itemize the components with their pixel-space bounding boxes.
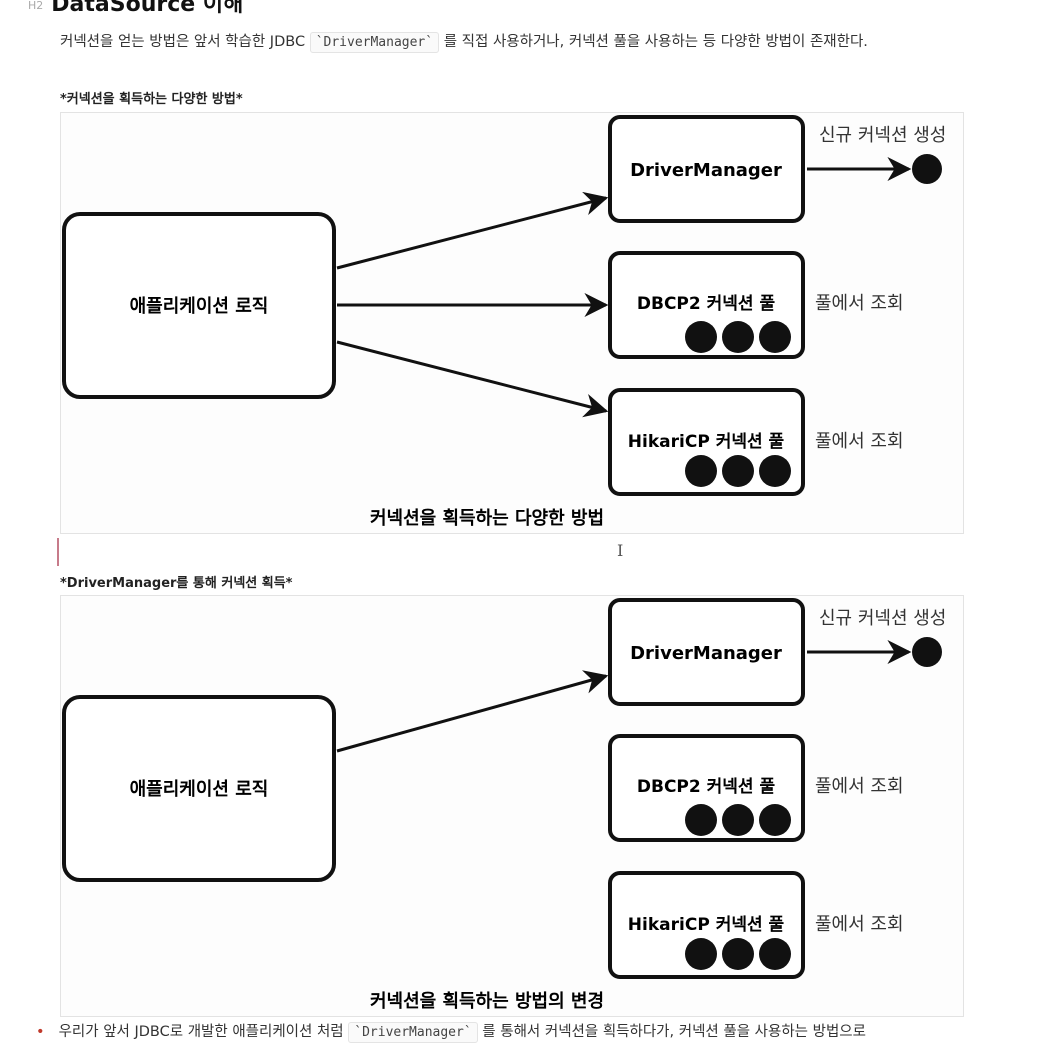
pool-connection-dot [722, 938, 754, 970]
hikaricp-label: HikariCP 커넥션 풀 [628, 915, 785, 935]
pool-connection-dot [759, 455, 791, 487]
pool-lookup-label: 풀에서 조회 [815, 293, 904, 314]
diagram1-title: 커넥션을 획득하는 다양한 방법 [370, 508, 604, 529]
intro-text-2: 를 직접 사용하거나, 커넥션 풀을 사용하는 등 다양한 방법이 존재한다. [439, 34, 868, 50]
dbcp2-box [608, 251, 805, 359]
app-logic-box [62, 695, 336, 882]
pool-lookup-label: 풀에서 조회 [815, 914, 904, 935]
pool-connection-dot [759, 938, 791, 970]
new-connection-dot [912, 154, 942, 184]
intro-text-1: 커넥션을 얻는 방법은 앞서 학습한 JDBC [60, 34, 310, 50]
hikaricp-box [608, 388, 805, 496]
drivermanager-label: DriverManager [630, 160, 782, 181]
bullet-code-drivermanager: `DriverManager` [348, 1022, 478, 1043]
diagram1-caption-text: *커넥션을 획득하는 다양한 방법* [60, 92, 243, 107]
drivermanager-label: DriverManager [630, 643, 782, 664]
pool-connection-dot [759, 804, 791, 836]
drivermanager-box [608, 598, 805, 706]
pool-connection-dot [722, 804, 754, 836]
app-logic-label: 애플리케이션 로직 [130, 296, 269, 317]
arrow-to-hikaricp [336, 340, 609, 418]
text-cursor-line [57, 538, 59, 566]
pool-connection-dot [685, 455, 717, 487]
app-logic-label: 애플리케이션 로직 [130, 779, 269, 800]
new-connection-dot [912, 637, 942, 667]
pool-connection-dot [685, 938, 717, 970]
heading-text: DataSource 이해 [51, 0, 244, 17]
pool-connection-dot [759, 321, 791, 353]
pool-lookup-label: 풀에서 조회 [815, 776, 904, 797]
pool-connection-dot [685, 321, 717, 353]
bullet-text-1: 우리가 앞서 JDBC로 개발한 애플리케이션 처럼 [58, 1024, 349, 1040]
pool-connection-dot [685, 804, 717, 836]
ibeam-cursor-icon: I [617, 541, 624, 560]
app-logic-box [62, 212, 336, 399]
diagram2-title: 커넥션을 획득하는 방법의 변경 [370, 991, 604, 1012]
bullet-text-2: 를 통해서 커넥션을 획득하다가, 커넥션 풀을 사용하는 방법으로 [477, 1024, 866, 1040]
bullet-item: • 우리가 앞서 JDBC로 개발한 애플리케이션 처럼 `DriverManag… [36, 1020, 866, 1043]
arrow-to-drivermanager [336, 670, 609, 753]
diagram2-caption: *DriverManager를 통해 커넥션 획득* [60, 572, 293, 591]
drivermanager-box [608, 115, 805, 223]
bullet-dot-icon: • [36, 1024, 45, 1040]
intro-code-drivermanager: `DriverManager` [309, 32, 440, 53]
diagram2-caption-text: *DriverManager를 통해 커넥션 획득* [60, 576, 293, 591]
new-connection-label: 신규 커넥션 생성 [819, 608, 946, 629]
hikaricp-box [608, 871, 805, 979]
pool-connection-dot [722, 321, 754, 353]
hikaricp-label: HikariCP 커넥션 풀 [628, 432, 785, 452]
diagram1-caption: *커넥션을 획득하는 다양한 방법* [60, 88, 243, 107]
section-heading: H2 DataSource 이해 [28, 0, 243, 18]
pool-lookup-label: 풀에서 조회 [815, 431, 904, 452]
diagram2-image: 애플리케이션 로직 DriverManager DBCP2 커넥션 풀 Hika… [60, 595, 964, 1017]
dbcp2-box [608, 734, 805, 842]
heading-level-marker: H2 [28, 0, 44, 12]
diagram1-image: 애플리케이션 로직 DriverManager DBCP2 커넥션 풀 Hika… [60, 112, 964, 534]
intro-paragraph: 커넥션을 얻는 방법은 앞서 학습한 JDBC `DriverManager` … [60, 30, 868, 53]
dbcp2-label: DBCP2 커넥션 풀 [637, 294, 776, 314]
arrow-to-drivermanager [336, 191, 609, 270]
pool-connection-dot [722, 455, 754, 487]
new-connection-label: 신규 커넥션 생성 [819, 125, 946, 146]
dbcp2-label: DBCP2 커넥션 풀 [637, 777, 776, 797]
